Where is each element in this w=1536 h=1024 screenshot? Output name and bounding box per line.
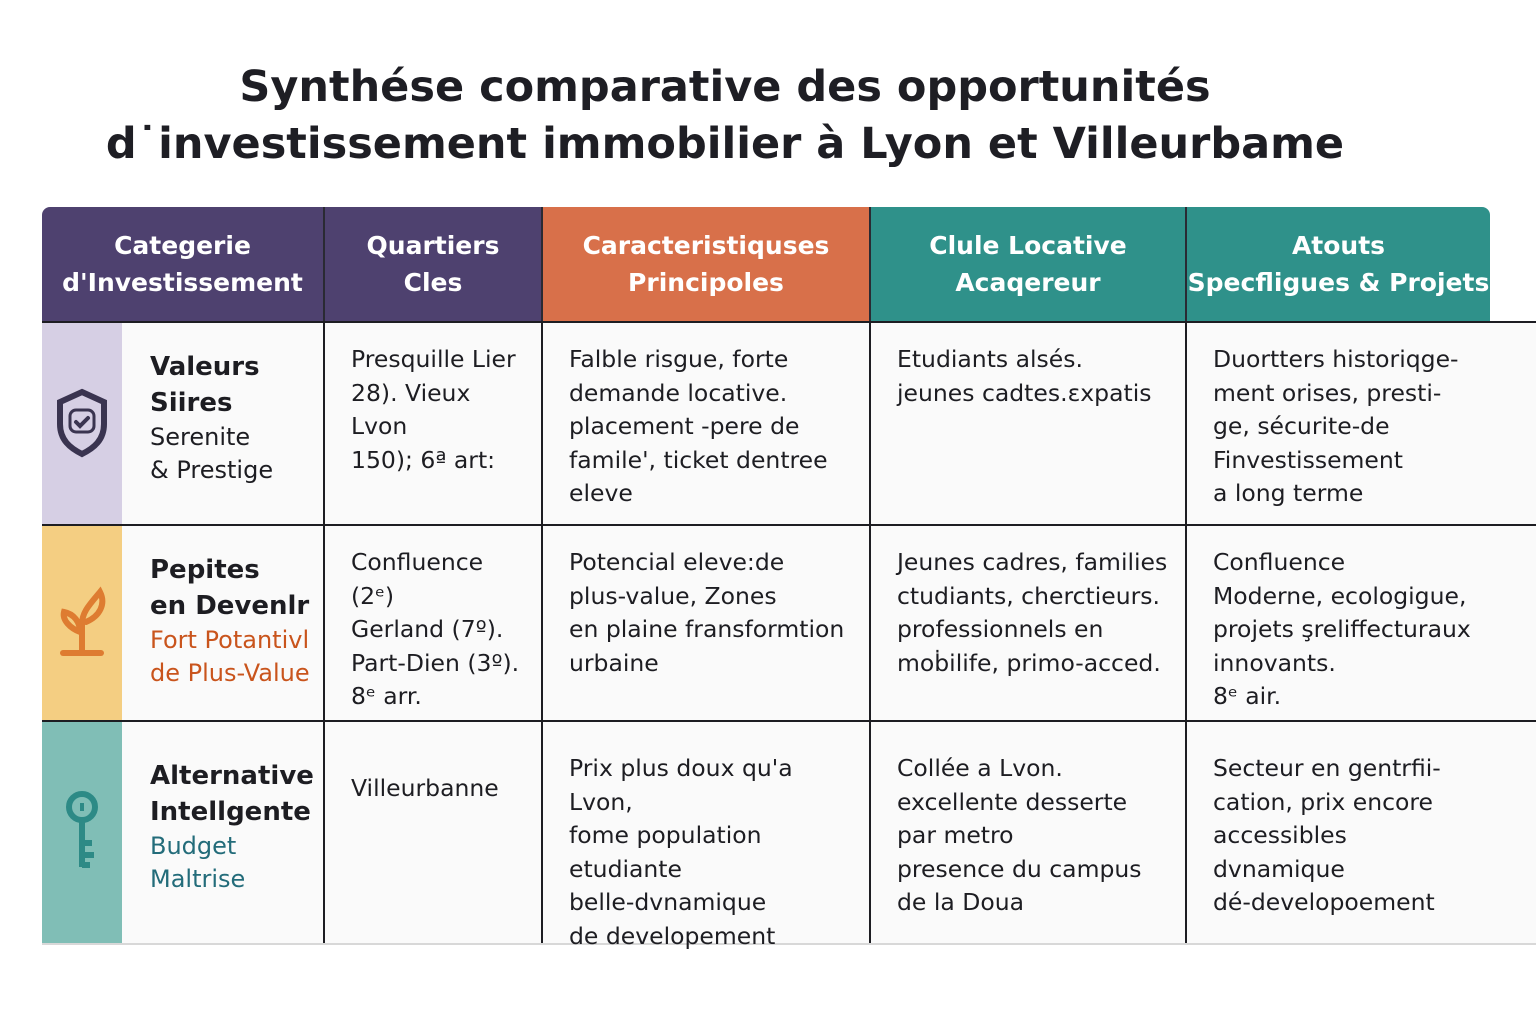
cell-line: Villeurbanne — [351, 774, 499, 802]
category-title: Intellgente — [150, 797, 311, 827]
category-strip — [42, 526, 122, 722]
cell-line: jeunes cadtes.ɛxpatis — [897, 378, 1152, 407]
cell-line: excellente desserte — [897, 787, 1128, 816]
cell-line: Presquille Lier — [351, 345, 516, 373]
cible-cell: Etudiants alsés. jeunes cadtes.ɛxpatis — [871, 323, 1187, 526]
cell-line: 28). Vieux Lvon — [351, 378, 471, 441]
cell-line: famile', ticket dentree — [569, 445, 828, 474]
cell-line: innovants. — [1213, 648, 1336, 677]
cell-line: professionnels en — [897, 615, 1104, 643]
cell-line: Jeunes cadres, families — [897, 548, 1168, 576]
cell-line: eleve — [569, 479, 633, 507]
category-title: Alternative — [150, 761, 314, 791]
cell-line: dé-developoement — [1213, 888, 1435, 916]
quartiers-cell: Villeurbanne — [325, 722, 543, 943]
cell-line: Gerland (7º). — [351, 615, 504, 643]
category-title: Siires — [150, 388, 233, 418]
cell-line: Moderne, ecologigue, — [1213, 581, 1467, 610]
cell-line: en plaine fransformtion — [569, 615, 845, 643]
cell-line: 150); 6ª art: — [351, 445, 496, 474]
cell-line: Falble risgue, forte — [569, 345, 789, 373]
atouts-cell: Secteur en gentrfii-cation, prix encore a… — [1187, 722, 1536, 943]
cell-line: ctudiants, cherctieurs. — [897, 581, 1160, 610]
caracteristiques-cell: Potencial eleve:de plus-value, Zones en pl… — [543, 526, 871, 722]
cell-line: belle-dvnamique — [569, 888, 767, 916]
category-strip — [42, 323, 122, 526]
cell-line: 8ᵉ air. — [1213, 682, 1282, 710]
cell-line: presence du campus — [897, 854, 1142, 883]
atouts-cell: Duortters historiqge-ment orises, presti… — [1187, 323, 1536, 526]
shield-check-icon — [54, 388, 110, 462]
cell-line: Confluence (2ᵉ) — [351, 548, 484, 610]
cell-line: Prix plus doux qu'a Lvon, — [569, 754, 793, 816]
category-subtitle: Maltrise — [150, 865, 246, 893]
cell-line: Part-Dien (3º). — [351, 648, 520, 677]
cell-line: urbaine — [569, 648, 659, 677]
cell-line: etudiante — [569, 854, 682, 883]
cell-line: ge, sécurite-de — [1213, 412, 1390, 440]
caracteristiques-cell: Prix plus doux qu'a Lvon, fome population… — [543, 722, 871, 950]
category-subtitle: Fort Potantivl — [150, 626, 310, 654]
category-subtitle: de Plus-Value — [150, 659, 310, 687]
sprout-icon — [52, 584, 112, 664]
caracteristiques-cell: Falble risgue, forte demande locative. pla… — [543, 323, 871, 526]
category-subtitle: Serenite — [150, 423, 251, 451]
cell-line: placement -pere de — [569, 412, 800, 440]
key-icon — [62, 789, 102, 877]
category-strip — [42, 722, 122, 943]
title-line-1: Synthése comparative des opportunités — [239, 62, 1211, 112]
cell-line: accessibles — [1213, 821, 1347, 849]
cell-line: de developement — [569, 921, 776, 950]
cell-line: Etudiants alsés. — [897, 345, 1083, 373]
cell-line: Potencial eleve:de — [569, 548, 785, 576]
title-line-2: d˙investissement immobilier à Lyon et Vi… — [105, 119, 1345, 169]
cible-cell: Collée a Lvon. excellente desserte par met… — [871, 722, 1187, 943]
cell-line: a long terme — [1213, 479, 1364, 507]
cell-line: fome population — [569, 821, 762, 849]
cell-line: cation, prix encore — [1213, 787, 1434, 816]
cible-cell: Jeunes cadres, families ctudiants, cherct… — [871, 526, 1187, 722]
cell-line: ment orises, presti- — [1213, 378, 1442, 407]
category-subtitle: Budget — [150, 832, 237, 860]
quartiers-cell: Presquille Lier 28). Vieux Lvon 150); 6ª a… — [325, 323, 543, 526]
category-title: Pepites — [150, 555, 260, 585]
cell-line: dvnamique — [1213, 854, 1345, 883]
cell-line: projets şreliffecturaux — [1213, 615, 1471, 643]
cell-line: de la Doua — [897, 888, 1025, 916]
cell-line: Duortters historiqge- — [1213, 345, 1459, 373]
quartiers-cell: Confluence (2ᵉ) Gerland (7º). Part-Dien (3… — [325, 526, 543, 722]
cell-line: Confluence — [1213, 548, 1346, 576]
cell-line: moḃilife, primo-acced. — [897, 648, 1161, 677]
category-title: Valeurs — [150, 352, 260, 382]
cell-line: 8ᵉ arr. — [351, 682, 422, 710]
cell-line: Collée a Lvon. — [897, 754, 1063, 782]
cell-line: Secteur en gentrfii- — [1213, 754, 1441, 782]
cell-line: par metro — [897, 821, 1014, 849]
cell-line: demande locative. — [569, 378, 788, 407]
cell-line: plus-value, Zones — [569, 581, 777, 610]
category-title: en Devenlr — [150, 591, 310, 621]
cell-line: Finvestissement — [1213, 445, 1403, 474]
category-subtitle: & Prestige — [150, 456, 274, 484]
